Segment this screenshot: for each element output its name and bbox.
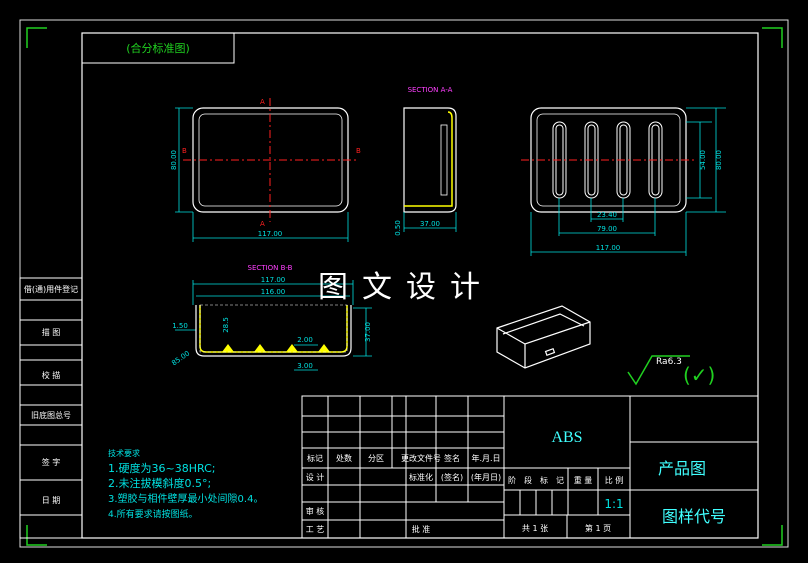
section-bb-dim-150: 1.50 — [172, 322, 188, 330]
section-bb-dim-37: 37.00 — [364, 322, 372, 342]
section-aa-wall: 0.50 — [394, 220, 402, 236]
tech-note-3: 3.塑胶与相件壁厚最小处间隙0.4。 — [108, 492, 263, 505]
section-aa-depth: 37.00 — [420, 220, 440, 228]
title-block-labels: 标记 处数 分区 更改文件号 签名 年.月.日 设 计 标准化 (签名) (年月… — [306, 453, 624, 534]
bottom-dim-117: 117.00 — [596, 244, 621, 252]
tb-ratio: 比 例 — [605, 475, 624, 485]
surface-finish-symbol: (✓) — [683, 363, 715, 387]
tb-stage-1: 段 — [524, 475, 532, 485]
front-width-dim: 117.00 — [258, 230, 283, 238]
tb-date: (年月日) — [471, 472, 501, 482]
strip-label-5: 日 期 — [42, 496, 61, 505]
surface-finish-label: Ra6.3 — [656, 357, 682, 367]
tb-process: 工 艺 — [306, 525, 325, 534]
tb-sheet-total: 共 1 张 — [522, 524, 548, 533]
section-bb-dim-116: 116.00 — [261, 288, 286, 296]
watermark: 图文设计 — [318, 270, 494, 305]
front-height-dim: 80.00 — [170, 150, 178, 170]
strip-label-4: 签 字 — [42, 457, 61, 467]
tb-design: 设 计 — [306, 472, 325, 482]
section-bb-dim-side: 85.00 — [170, 349, 191, 367]
section-bb-dim-280: 28.5 — [222, 317, 230, 333]
section-aa-view: SECTION A-A 37.00 0.50 — [394, 86, 457, 236]
strip-label-0: 借(通)用件登记 — [24, 284, 78, 294]
corner-marks — [26, 27, 783, 546]
bottom-dim-80: 80.00 — [715, 150, 723, 170]
front-marker-a-bottom: A — [260, 220, 265, 228]
strip-label-3: 旧底图总号 — [31, 410, 71, 420]
left-strip — [19, 277, 83, 539]
tb-weight: 重 量 — [574, 475, 593, 485]
bottom-dim-79: 79.00 — [597, 225, 617, 233]
tb-label-zone: 分区 — [368, 454, 384, 463]
tb-review: 审 核 — [306, 506, 325, 516]
title-block — [301, 395, 759, 539]
title-box-text: (合分标准图) — [126, 41, 190, 55]
tb-material: ABS — [551, 429, 582, 446]
tech-note-2: 2.未注拔模斜度0.5°; — [108, 476, 211, 490]
front-marker-b-right: B — [356, 147, 361, 155]
section-aa-title: SECTION A-A — [408, 86, 453, 94]
tb-drawing-no: 图样代号 — [662, 507, 726, 526]
tb-standardize: 标准化 — [409, 472, 433, 482]
left-strip-labels: 借(通)用件登记 描 图 校 描 旧底图总号 签 字 日 期 — [24, 284, 78, 505]
strip-label-1: 描 图 — [42, 327, 61, 337]
title-box — [81, 32, 235, 64]
bottom-dim-23: 23.40 — [597, 211, 617, 219]
tech-note-4: 4.所有要求请按图纸。 — [108, 508, 198, 520]
tb-scale-value: 1:1 — [604, 497, 623, 511]
tb-label-date: 年.月.日 — [471, 453, 500, 463]
tb-sign: (签名) — [441, 472, 463, 482]
tb-label-change: 更改文件号 — [401, 453, 441, 463]
section-bb-dim-300: 3.00 — [297, 362, 313, 370]
section-bb-dim-200: 2.00 — [297, 336, 313, 344]
bottom-dim-54: 54.00 — [699, 150, 707, 170]
front-marker-a-top: A — [260, 98, 265, 106]
front-view: 117.00 80.00 A A B B — [170, 98, 361, 242]
tb-stage-3: 记 — [556, 476, 564, 485]
tb-stage-0: 阶 — [508, 475, 516, 485]
surface-finish: Ra6.3 (✓) — [627, 355, 715, 387]
section-bb-title: SECTION B-B — [248, 264, 293, 272]
tb-approve: 批 准 — [412, 524, 431, 534]
tech-notes: 技术要求 1.硬度为36~38HRC; 2.未注拔模斜度0.5°; 3.塑胶与相… — [108, 448, 263, 520]
tech-notes-title: 技术要求 — [108, 448, 140, 458]
tb-label-mark: 标记 — [307, 453, 323, 463]
section-bb-dim-117: 117.00 — [261, 276, 286, 284]
tb-sheet-num: 第 1 页 — [585, 523, 611, 533]
bottom-view: 23.40 79.00 117.00 54.00 80.00 — [521, 107, 726, 256]
isometric-view — [496, 305, 591, 369]
tb-stage-2: 标 — [540, 475, 548, 485]
strip-label-2: 校 描 — [42, 370, 61, 380]
tb-label-count: 处数 — [336, 453, 352, 463]
front-marker-b-left: B — [182, 147, 187, 155]
tb-product-name: 产品图 — [658, 459, 706, 478]
tb-label-sign: 签名 — [444, 453, 460, 463]
section-bb-view: SECTION B-B 117.00 116.00 1.50 28.5 2.00… — [170, 264, 372, 371]
tech-note-1: 1.硬度为36~38HRC; — [108, 461, 215, 475]
